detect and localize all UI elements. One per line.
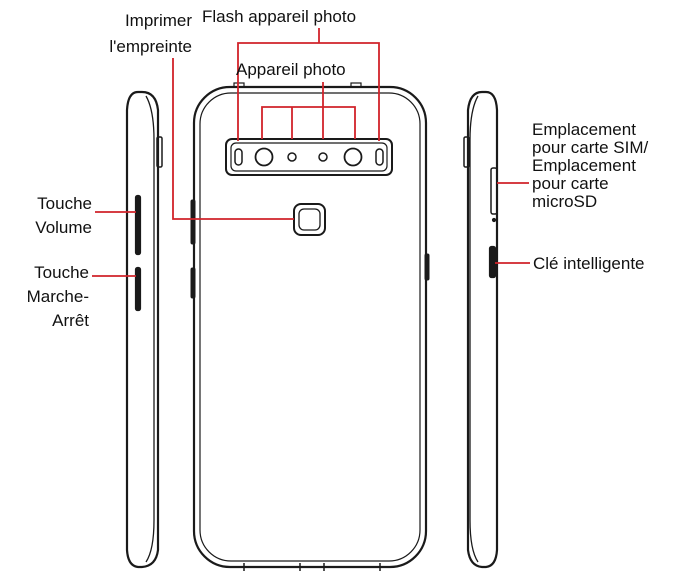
power-key-shape bbox=[134, 266, 142, 312]
power-label-line3: Arrêt bbox=[52, 311, 89, 330]
right-top-nub bbox=[463, 136, 470, 168]
volume-label-line1: Touche bbox=[37, 194, 92, 213]
power-label-line2: Marche- bbox=[26, 287, 89, 306]
back-power-hint bbox=[190, 267, 196, 299]
back-smartkey-hint bbox=[424, 253, 430, 281]
sim-tray-shape bbox=[490, 167, 498, 215]
smart-key-shape bbox=[488, 245, 497, 279]
right-side-view bbox=[463, 90, 499, 569]
sim-label-line4: pour carte bbox=[532, 174, 609, 193]
volume-label-line2: Volume bbox=[35, 218, 92, 237]
flash-left-icon bbox=[234, 148, 243, 166]
lens-1-icon bbox=[254, 147, 274, 167]
left-top-nub bbox=[156, 136, 163, 168]
power-label-line1: Touche bbox=[34, 263, 89, 282]
fingerprint-label-line1: Imprimer bbox=[124, 11, 192, 30]
flash-label: Flash appareil photo bbox=[202, 7, 357, 26]
back-volume-hint bbox=[190, 199, 196, 245]
sim-eject-hole bbox=[491, 217, 497, 223]
lens-3-icon bbox=[318, 152, 328, 162]
smart-key-label: Clé intelligente bbox=[533, 254, 645, 273]
lens-4-icon bbox=[343, 147, 363, 167]
back-view bbox=[190, 82, 430, 571]
sim-label-line2: pour carte SIM/ bbox=[532, 138, 649, 157]
sim-label-line3: Emplacement bbox=[532, 156, 636, 175]
fingerprint-label-line2: l'empreinte bbox=[109, 37, 192, 56]
sim-label-line1: Emplacement bbox=[532, 120, 636, 139]
back-outer bbox=[192, 85, 428, 569]
top-notch-left bbox=[233, 82, 245, 88]
lens-2-icon bbox=[287, 152, 297, 162]
sim-label-line5: microSD bbox=[532, 192, 598, 211]
camera-module bbox=[225, 138, 393, 176]
camera-label: Appareil photo bbox=[236, 60, 346, 79]
left-side-view bbox=[125, 90, 163, 569]
callout-lines bbox=[92, 28, 530, 277]
top-notch-right bbox=[350, 82, 362, 88]
volume-key-shape bbox=[134, 194, 142, 256]
back-inner bbox=[199, 92, 421, 562]
flash-right-icon bbox=[375, 148, 384, 166]
